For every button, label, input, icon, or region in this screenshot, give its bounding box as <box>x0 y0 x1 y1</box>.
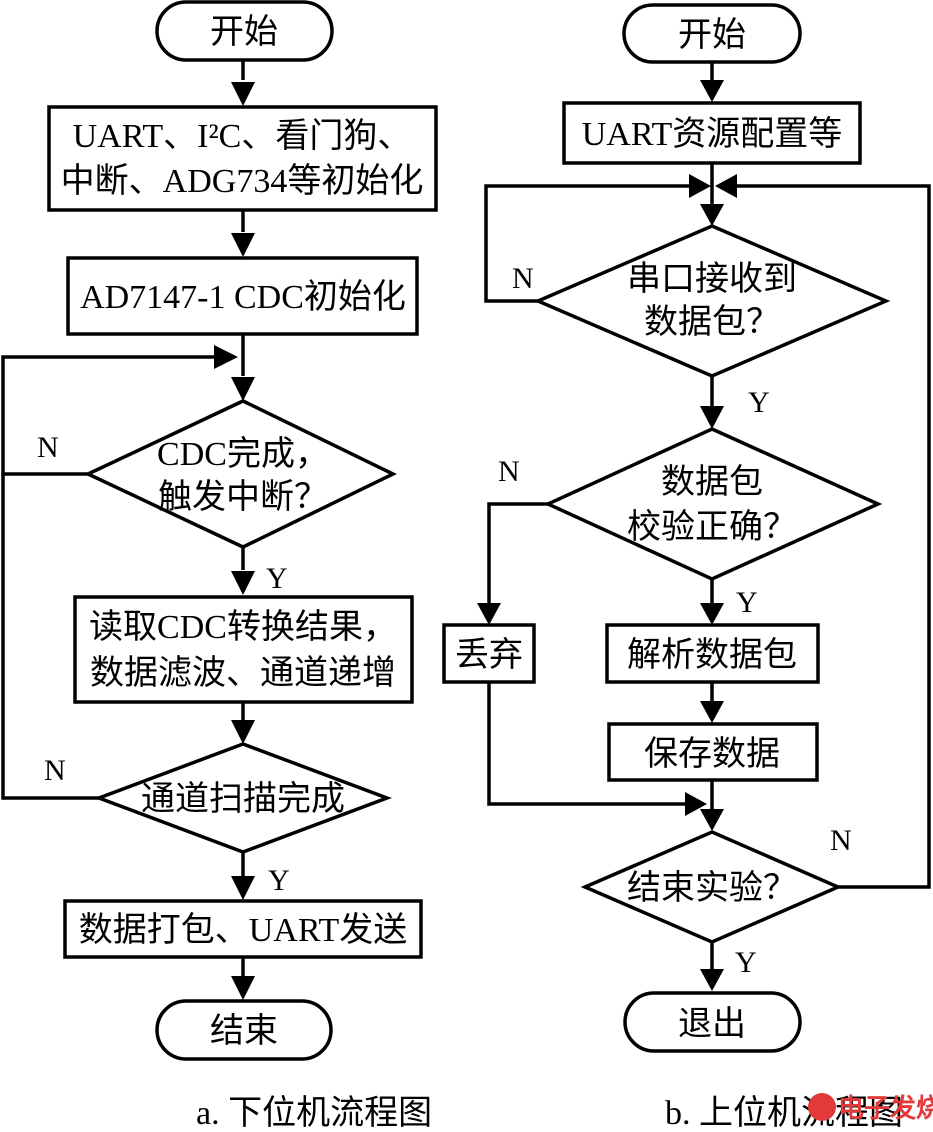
b-decision3-yes-label: Y <box>735 946 757 979</box>
b-arrowhead-2 <box>700 204 724 226</box>
a-init2-text: AD7147-1 CDC初始化 <box>80 278 406 316</box>
a-init1-line2: 中断、ADG734等初始化 <box>61 162 424 200</box>
b-decision2-no-label: N <box>498 455 520 488</box>
b-decision2-line2: 校验正确？ <box>627 508 797 546</box>
b-caption: b. 上位机流程图 <box>665 1094 903 1132</box>
a-arrowhead-5 <box>231 720 255 744</box>
b-discard-merge-line <box>487 682 688 806</box>
b-config-text: UART资源配置等 <box>582 115 843 153</box>
b-arrowhead-6 <box>700 809 724 831</box>
b-decision2-diamond <box>543 427 883 581</box>
b-arrowhead-7 <box>700 969 724 991</box>
b-decision2-line1: 数据包 <box>661 463 763 501</box>
b-arrowhead-4 <box>700 603 724 625</box>
a-decision1-no-label: N <box>37 431 59 464</box>
diagram-b: 开始 UART资源配置等 串口接收到 数据包？ N Y 数据包 校验正确？ N … <box>442 3 931 1132</box>
a-loop-line-2 <box>1 474 99 800</box>
diagram-a: 开始 UART、I²C、看门狗、 中断、ADG734等初始化 AD7147-1 … <box>1 0 438 1132</box>
b-decision2-yes-label: Y <box>736 586 758 619</box>
b-decision1-diamond <box>533 224 891 378</box>
a-end-terminal <box>155 999 333 1061</box>
a-end-text: 结束 <box>210 1012 278 1050</box>
b-arrowhead-3 <box>700 406 724 429</box>
a-arrowhead-6 <box>231 876 255 900</box>
a-init1-box <box>47 105 438 212</box>
a-decision1-line1: CDC完成， <box>157 435 329 473</box>
a-decision1-line2: 触发中断？ <box>158 478 328 516</box>
b-decision1-no-label: N <box>512 262 534 295</box>
b-decision3-no-label: N <box>830 824 852 857</box>
watermark-text: 电子发烧友 <box>838 1093 933 1124</box>
b-discard-text: 丢弃 <box>455 636 523 674</box>
watermark-logo-icon <box>808 1093 836 1121</box>
a-process1-line1: 读取CDC转换结果， <box>89 608 397 646</box>
b-discard-merge-arrowhead <box>685 792 707 816</box>
b-arrowhead-1 <box>700 80 724 102</box>
b-discard-arrowhead <box>477 603 501 625</box>
b-parse-box <box>605 623 820 684</box>
a-arrowhead-4 <box>231 571 255 595</box>
b-arrowhead-5 <box>700 701 724 723</box>
a-decision2-yes-label: Y <box>268 864 290 897</box>
a-decision1-yes-label: Y <box>266 562 288 595</box>
a-arrowhead-1 <box>231 82 255 106</box>
a-send-box <box>63 899 423 959</box>
b-discard-line <box>487 502 548 604</box>
b-loop-right-arrowhead <box>715 174 737 198</box>
a-arrowhead-2 <box>231 233 255 257</box>
b-exit-terminal <box>623 991 802 1053</box>
a-caption: a. 下位机流程图 <box>196 1094 432 1132</box>
a-send-text: 数据打包、UART发送 <box>79 911 408 949</box>
b-parse-text: 解析数据包 <box>627 636 797 674</box>
b-decision1-line1: 串口接收到 <box>627 260 797 298</box>
a-arrowhead-3 <box>231 377 255 401</box>
a-loop-line <box>1 355 218 476</box>
b-loop-left-arrowhead <box>689 174 711 198</box>
a-decision2-no-label: N <box>44 754 66 787</box>
a-loop-arrowhead <box>214 345 238 369</box>
a-decision1-diamond <box>83 399 397 549</box>
a-init1-line1: UART、I²C、看门狗、 <box>73 117 412 155</box>
b-loop-left-line <box>484 184 690 303</box>
watermark: 电子发烧友 <box>808 1093 933 1124</box>
a-arrowhead-7 <box>231 976 255 1000</box>
b-exit-text: 退出 <box>678 1005 746 1043</box>
b-decision1-line2: 数据包？ <box>644 303 780 341</box>
a-start-text: 开始 <box>210 13 278 51</box>
b-decision3-text: 结束实验？ <box>627 869 797 907</box>
a-process1-line2: 数据滤波、通道递增 <box>90 654 396 692</box>
b-loop-right-line <box>736 184 931 889</box>
b-save-text: 保存数据 <box>644 735 780 773</box>
b-config-box <box>562 101 862 165</box>
b-start-text: 开始 <box>678 16 746 54</box>
a-decision2-text: 通道扫描完成 <box>141 780 345 818</box>
b-discard-box <box>442 623 536 684</box>
b-decision1-yes-label: Y <box>748 386 770 419</box>
